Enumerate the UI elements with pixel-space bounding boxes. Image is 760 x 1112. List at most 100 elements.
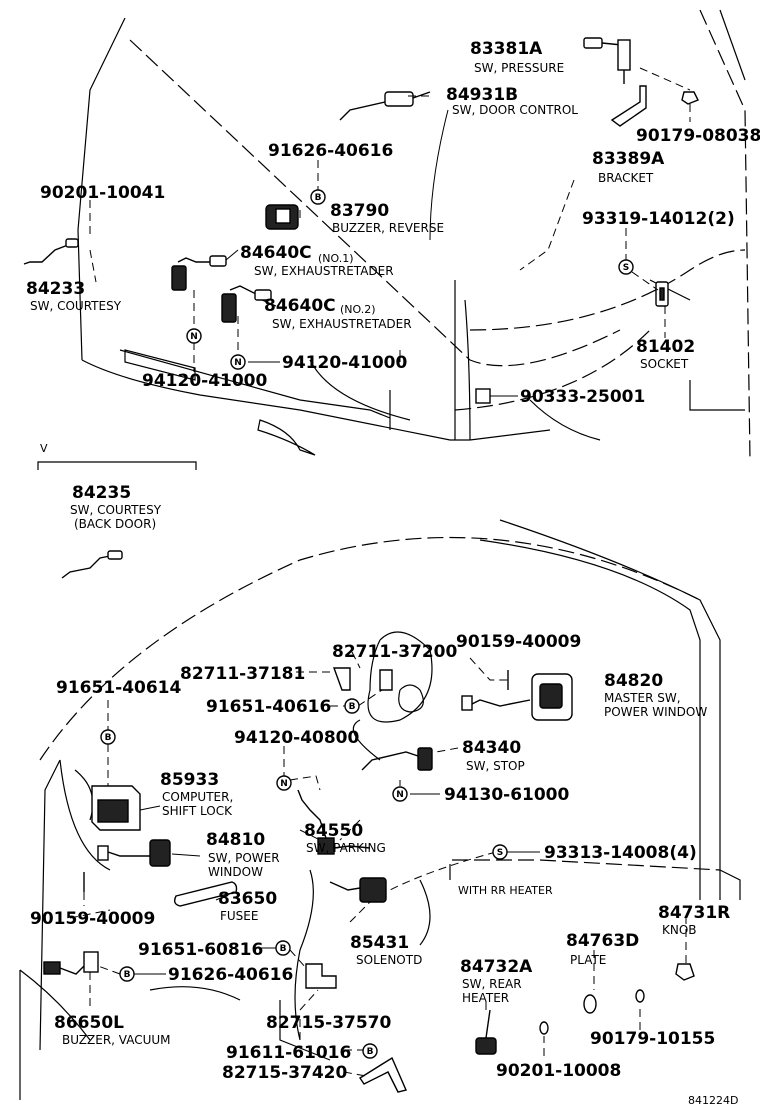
label-91651-60816: 91651-60816 [138, 940, 263, 960]
section-label: V [40, 442, 48, 455]
bracket-82715-37420-icon [359, 1056, 407, 1093]
part-labels: 83381A SW, PRESSURE 84931B SW, DOOR CONT… [26, 39, 760, 1107]
label-82715-37570: 82715-37570 [266, 1013, 392, 1033]
label-94130-61000: 94130-61000 [444, 785, 570, 805]
marker-b-1: B [310, 189, 326, 205]
label-85933: 85933 [160, 770, 219, 790]
grommet-icon [539, 1021, 549, 1035]
label-94120-41000-left: 94120-41000 [142, 371, 268, 391]
label-91611-61016: 91611-61016 [226, 1043, 351, 1063]
label-84340: 84340 [462, 738, 521, 758]
svg-text:B: B [124, 970, 131, 980]
bracket-82711-icon [333, 667, 351, 691]
plate-icon [583, 994, 597, 1014]
desc-84810-line1: SW, POWER [208, 851, 280, 865]
desc-86650L: BUZZER, VACUUM [62, 1033, 171, 1047]
suffix-84640C-1: (NO.1) [318, 252, 354, 265]
desc-84235-line2: (BACK DOOR) [74, 517, 156, 531]
label-84640C-2: 84640C [264, 296, 336, 316]
svg-text:S: S [623, 263, 629, 273]
back-door-courtesy-switch-icon [61, 550, 123, 579]
label-82711-37200: 82711-37200 [332, 642, 458, 662]
desc-83650: FUSEE [220, 909, 258, 923]
svg-text:N: N [190, 332, 198, 342]
door-control-switch-icon [339, 91, 431, 121]
desc-83389A: BRACKET [598, 171, 654, 185]
plug-icon [475, 388, 491, 404]
section-v-bracket: V [37, 442, 197, 470]
socket-icon [655, 281, 669, 307]
marker-b-3: B [344, 698, 360, 714]
svg-text:B: B [349, 702, 356, 712]
shift-lock-computer-icon [91, 785, 141, 831]
label-90201-10008: 90201-10008 [496, 1061, 621, 1081]
svg-text:B: B [280, 944, 287, 954]
marker-n-4: N [392, 786, 408, 802]
marker-n-2: N [230, 354, 246, 370]
desc-84640C-1: SW, EXHAUSTRETADER [254, 264, 394, 278]
marker-n-1: N [186, 328, 202, 344]
desc-85431: SOLENOTD [356, 953, 422, 967]
desc-83790: BUZZER, REVERSE [332, 221, 444, 235]
label-84810: 84810 [206, 830, 265, 850]
desc-84233: SW, COURTESY [30, 299, 122, 313]
svg-text:S: S [497, 848, 503, 858]
part-illustrations [23, 37, 699, 1093]
desc-84340: SW, STOP [466, 759, 525, 773]
desc-85933-line1: COMPUTER, [162, 790, 233, 804]
label-82715-37420: 82715-37420 [222, 1063, 348, 1083]
label-81402: 81402 [636, 337, 695, 357]
label-83389A: 83389A [592, 149, 665, 169]
label-91626-40616-bottom: 91626-40616 [168, 965, 293, 985]
nut-icon [681, 91, 699, 105]
exhaust-retarder-switch-1-icon [171, 255, 227, 291]
vehicle-body-lower [19, 519, 741, 1100]
label-82711-37181: 82711-37181 [180, 664, 305, 684]
svg-text:N: N [234, 358, 242, 368]
label-91651-40616: 91651-40616 [206, 697, 331, 717]
label-84732A: 84732A [460, 957, 533, 977]
label-84931B: 84931B [446, 85, 518, 105]
exhaust-retarder-switch-2-icon [221, 285, 272, 323]
bracket-icon [610, 85, 647, 127]
courtesy-switch-icon [23, 238, 79, 265]
svg-text:B: B [105, 733, 112, 743]
label-90159-40009-top: 90159-40009 [456, 632, 581, 652]
desc-84763D: PLATE [570, 953, 606, 967]
label-84820: 84820 [604, 671, 663, 691]
label-90179-10155: 90179-10155 [590, 1029, 715, 1049]
label-84731R: 84731R [658, 903, 730, 923]
marker-n-3: N [276, 775, 292, 791]
marker-b-6: B [362, 1043, 378, 1059]
svg-text:N: N [396, 790, 404, 800]
label-84763D: 84763D [566, 931, 639, 951]
bracket-82715-37570-icon [305, 963, 337, 989]
label-91651-40614: 91651-40614 [56, 678, 182, 698]
label-83381A: 83381A [470, 39, 543, 59]
svg-text:B: B [367, 1047, 374, 1057]
rear-heater-switch-icon [475, 1009, 497, 1055]
desc-84820-line1: MASTER SW, [604, 691, 681, 705]
label-84235: 84235 [72, 483, 131, 503]
desc-84550: SW, PARKING [306, 841, 386, 855]
desc-84732A-line2: HEATER [462, 991, 509, 1005]
desc-84820-line2: POWER WINDOW [604, 705, 707, 719]
label-84550: 84550 [304, 821, 363, 841]
label-90179-08038: 90179-08038 [636, 126, 760, 146]
label-85431: 85431 [350, 933, 409, 953]
leader-lines [69, 67, 691, 1077]
marker-b-2: B [100, 729, 116, 745]
washer-icon [635, 989, 645, 1003]
label-86650L: 86650L [54, 1013, 124, 1033]
label-83790: 83790 [330, 201, 389, 221]
desc-84640C-2: SW, EXHAUSTRETADER [272, 317, 412, 331]
pressure-switch-icon [583, 37, 631, 84]
master-power-window-switch-icon [461, 673, 573, 721]
label-94120-40800: 94120-40800 [234, 728, 360, 748]
with-label: WITH RR HEATER [458, 884, 553, 897]
reverse-buzzer-icon [265, 204, 299, 230]
suffix-84640C-2: (NO.2) [340, 303, 376, 316]
desc-84235-line1: SW, COURTESY [70, 503, 162, 517]
stop-switch-icon [361, 747, 433, 771]
